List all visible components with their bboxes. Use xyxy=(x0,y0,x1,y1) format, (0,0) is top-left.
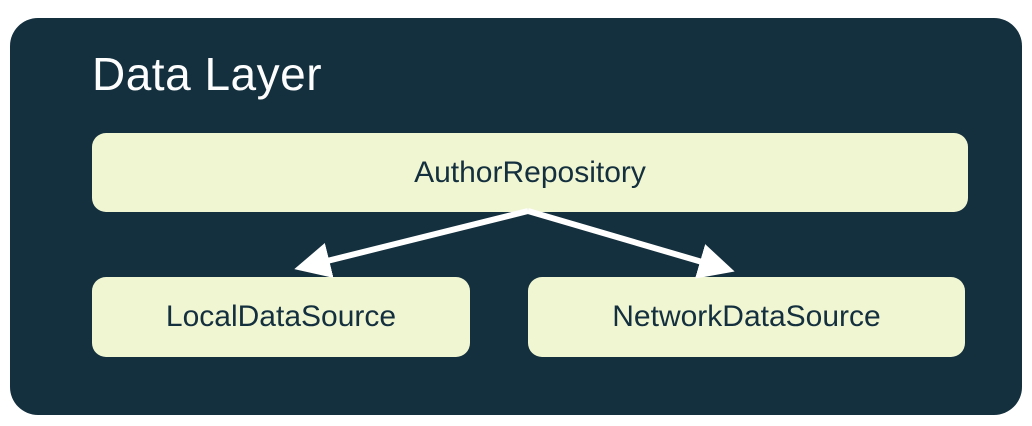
node-local-data-source-label: LocalDataSource xyxy=(165,300,397,333)
node-local-data-source: LocalDataSource xyxy=(92,277,470,357)
node-author-repository: AuthorRepository xyxy=(92,133,968,212)
diagram-title: Data Layer xyxy=(92,48,323,100)
node-author-repository-label: AuthorRepository xyxy=(414,155,646,189)
node-network-data-source: NetworkDataSource xyxy=(528,277,965,357)
data-layer-container: Data Layer AuthorRepository LocalDataSou… xyxy=(10,18,1022,415)
node-network-data-source-label: NetworkDataSource xyxy=(612,300,881,333)
